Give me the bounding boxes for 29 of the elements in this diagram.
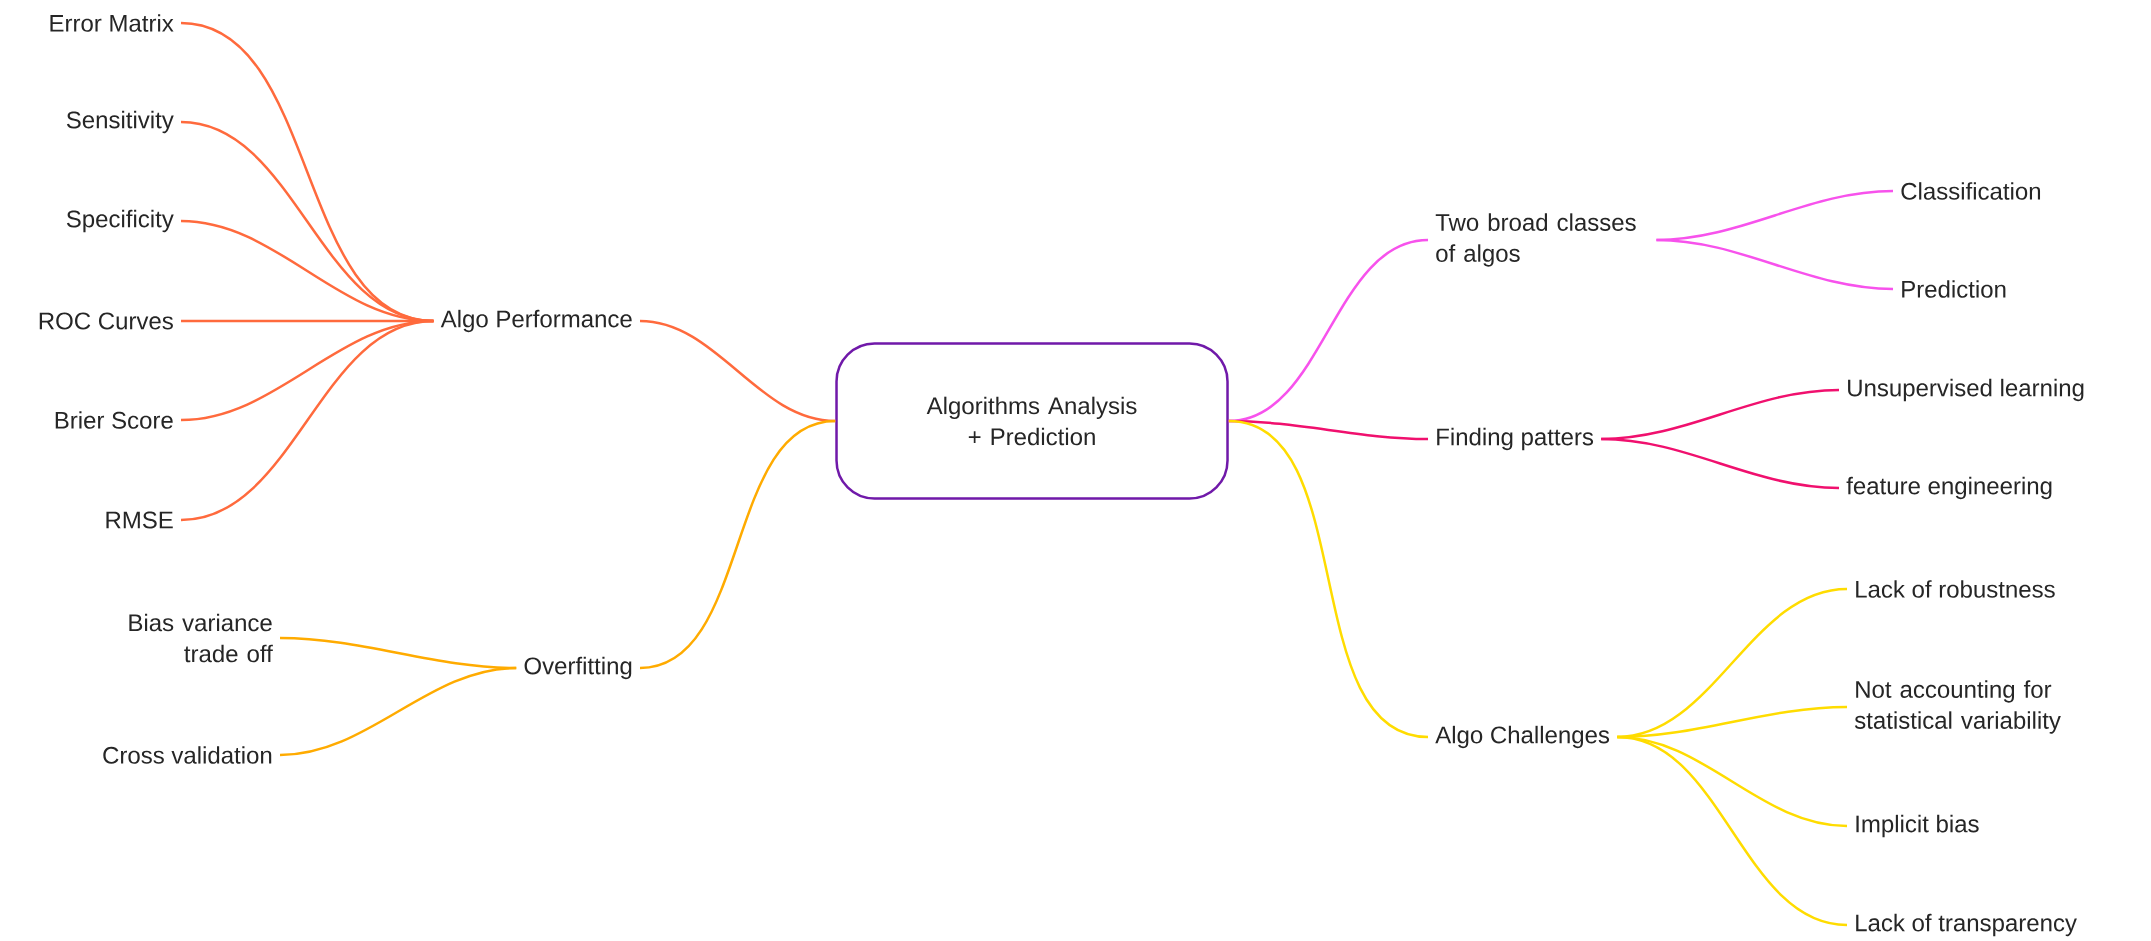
branch-line xyxy=(180,319,434,522)
branch-line xyxy=(279,666,517,757)
branch-line xyxy=(1656,238,1894,291)
topic-label: ROC Curves xyxy=(39,312,173,330)
topic-label: Lack of robustness xyxy=(1856,580,2055,598)
topic-label: Lack of transparency xyxy=(1856,913,2077,937)
topic-label: Overfitting xyxy=(524,656,632,680)
topic-label: Error Matrix xyxy=(50,14,174,32)
topic-label: Specificity xyxy=(66,209,174,233)
topic-label: Brier Score xyxy=(55,411,173,429)
topic-label: Bias variance trade off xyxy=(129,613,273,663)
topic-label: Algo Challenges xyxy=(1435,725,1610,749)
branch-line xyxy=(1601,437,1840,490)
topic-label: Cross validation xyxy=(103,746,272,764)
branch-line xyxy=(639,419,836,670)
topic-label: Classification xyxy=(1901,182,2040,200)
branch-line xyxy=(1228,419,1429,739)
topic-label: Prediction xyxy=(1902,280,2006,298)
topic-label: Implicit bias xyxy=(1856,814,1979,838)
topic-label: Not accounting for statistical variability xyxy=(1854,680,2061,734)
topic-label: Two broad classes of algos xyxy=(1435,213,1636,267)
topic-label: Sensitivity xyxy=(66,110,174,134)
branch-line xyxy=(1617,735,1848,927)
topic-label: RMSE xyxy=(106,511,173,529)
topic-label: Algo Performance xyxy=(440,309,632,333)
topic-label: feature engineering xyxy=(1846,476,2052,500)
topic-label: Finding patters xyxy=(1437,427,1594,451)
central-topic-box: Algorithms Analysis + Prediction xyxy=(835,342,1229,500)
topic-label: Unsupervised learning xyxy=(1848,378,2084,402)
